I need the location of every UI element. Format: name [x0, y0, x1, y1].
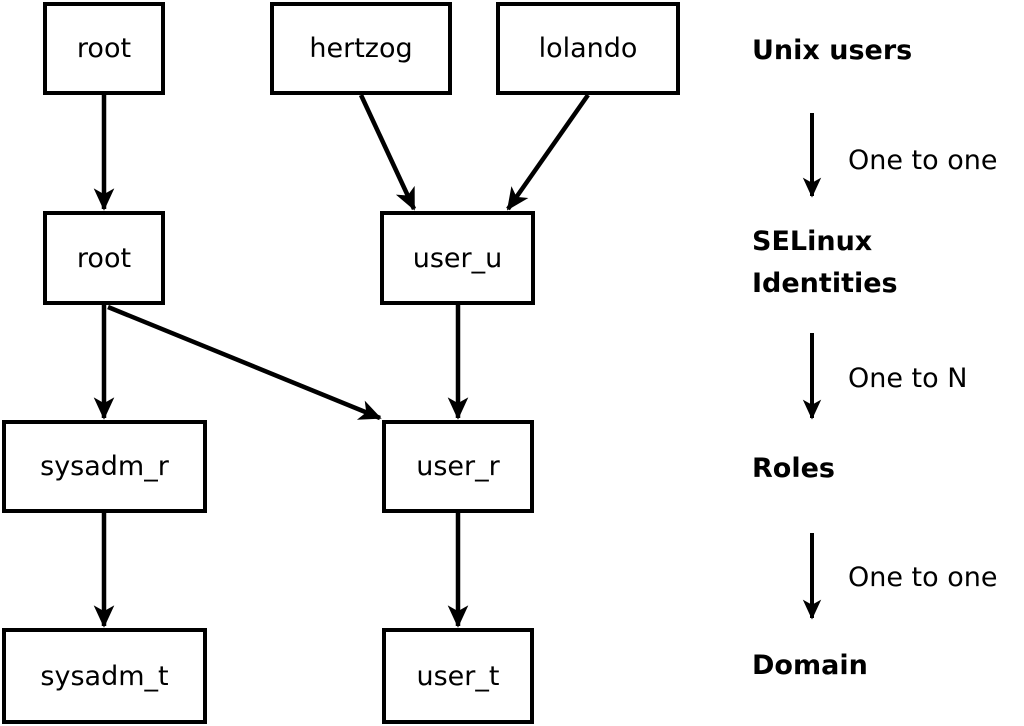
node-unix_lolando[interactable]: lolando: [496, 2, 680, 95]
node-role_sysadm_r[interactable]: sysadm_r: [2, 420, 207, 513]
node-dom_user_t[interactable]: user_t: [382, 628, 534, 724]
node-label: root: [76, 242, 132, 274]
legend-label-legend-arrow-1: One to one: [848, 145, 998, 176]
node-unix_root[interactable]: root: [43, 2, 165, 95]
node-label: user_r: [416, 451, 500, 482]
node-label: lolando: [538, 33, 638, 64]
legend-label-legend-arrow-3: One to one: [848, 562, 998, 593]
legend-heading-unix-users: Unix users: [752, 35, 913, 66]
node-sel_user_u[interactable]: user_u: [380, 211, 535, 305]
node-label: sysadm_r: [40, 451, 169, 482]
node-dom_sysadm_t[interactable]: sysadm_t: [2, 628, 207, 724]
node-label: user_u: [412, 242, 503, 274]
e-hertzog-to-user-u: [358, 94, 417, 211]
node-role_user_r[interactable]: user_r: [382, 420, 534, 513]
node-unix_hertzog[interactable]: hertzog: [270, 2, 452, 95]
e-lolando-to-user-u: [506, 93, 590, 211]
node-label: sysadm_t: [40, 660, 169, 692]
legend-heading-selinux-identities: SELinux Identities: [752, 226, 898, 299]
node-label: user_t: [416, 660, 500, 692]
node-sel_root[interactable]: root: [43, 211, 165, 305]
legend-heading-roles: Roles: [752, 453, 835, 484]
legend-heading-domain: Domain: [752, 650, 868, 681]
node-label: root: [76, 33, 132, 64]
legend-label-legend-arrow-2: One to N: [848, 363, 968, 394]
node-label: hertzog: [309, 33, 413, 64]
e-sel-root-to-user-r: [107, 304, 382, 421]
